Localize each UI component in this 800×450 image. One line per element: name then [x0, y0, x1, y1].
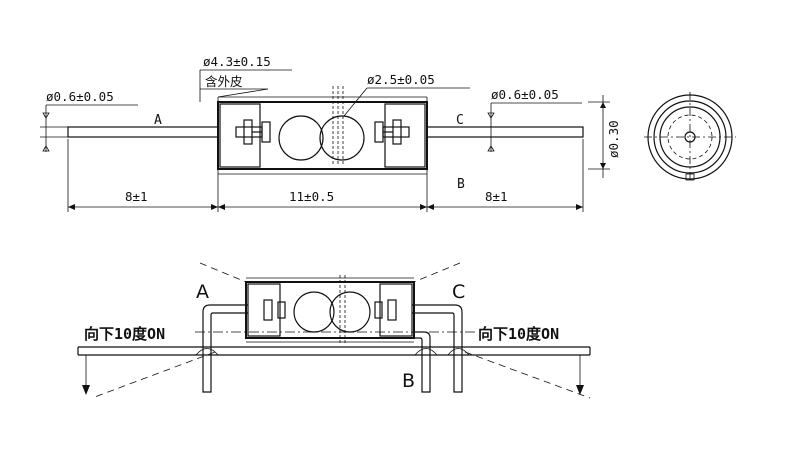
lead-left — [67, 126, 219, 138]
label-a-bottom: A — [196, 281, 209, 303]
lead-a-bent — [202, 304, 248, 393]
body-outline — [217, 101, 428, 170]
contact-right — [392, 119, 402, 145]
solder-right — [447, 348, 470, 356]
label-b-bottom: B — [402, 370, 415, 392]
lead-b — [414, 331, 431, 393]
label-a-top: A — [154, 113, 162, 128]
label-c-bottom: C — [452, 281, 465, 303]
dim-lead-right: ø0.6±0.05 — [491, 87, 559, 102]
side-section-view: A C B ø4.3±0.15 含外皮 ø2.5±0.05 ø0.6±0.05 … — [40, 54, 621, 212]
dim-offset: ø0.30 — [606, 120, 621, 158]
dim-lead-left: ø0.6±0.05 — [46, 89, 114, 104]
contact-left — [243, 119, 253, 145]
dim-ball-diameter: ø2.5±0.05 — [367, 72, 435, 87]
dim-sleeve-note: 含外皮 — [205, 74, 243, 89]
dim-lead-length-right: 8±1 — [485, 189, 508, 204]
end-view — [644, 92, 736, 182]
mounted-body — [245, 281, 415, 339]
dim-lead-length-left: 8±1 — [125, 189, 148, 204]
solder-mid — [414, 348, 438, 356]
label-c-top: C — [456, 113, 464, 128]
label-tilt-left: 向下10度ON — [84, 325, 165, 343]
lead-c-bent — [412, 304, 463, 393]
seal-right — [384, 103, 426, 168]
dim-body-length: 11±0.5 — [289, 189, 334, 204]
lead-right — [426, 126, 584, 138]
label-tilt-right: 向下10度ON — [478, 325, 559, 343]
mounted-view: 向下10度ON 向下10度ON A C B — [77, 262, 591, 399]
solder-left — [195, 348, 219, 356]
ball-right — [319, 115, 365, 161]
label-b-top: B — [457, 177, 465, 192]
ball-left — [278, 115, 324, 161]
dim-outer-diameter: ø4.3±0.15 — [203, 54, 271, 69]
seal-left — [219, 103, 261, 168]
